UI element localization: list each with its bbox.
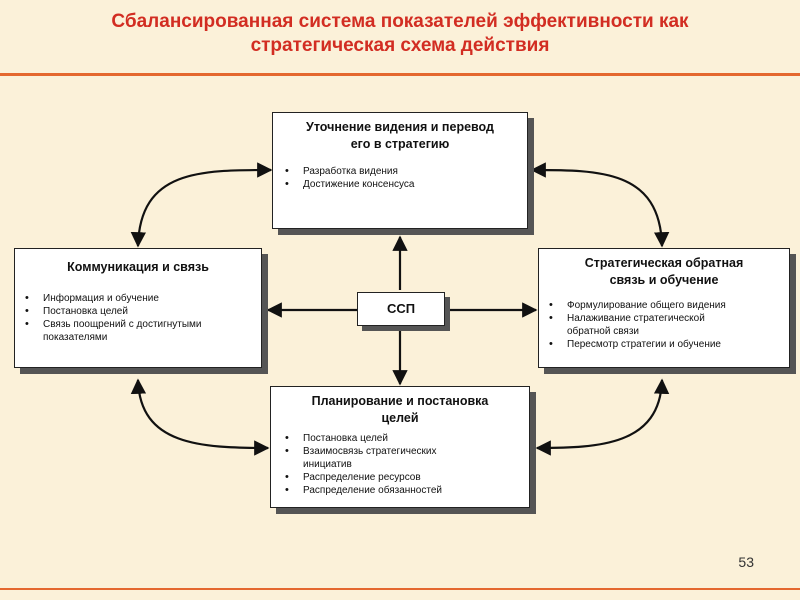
title-line-2: стратегическая схема действия <box>250 35 550 56</box>
list-item: Налаживание стратегической <box>549 312 789 325</box>
box-title: Стратегическая обратная связь и обучение <box>584 256 744 287</box>
box-bsc-center: ССП <box>357 292 445 326</box>
list-item: Информация и обучение <box>25 292 261 305</box>
list-item: Формулирование общего видения <box>549 299 789 312</box>
arrow-top-left <box>130 162 273 248</box>
box-planning-goals: Планирование и постановка целей Постанов… <box>270 386 530 508</box>
footer-divider <box>0 588 800 590</box>
arrow-bottom-left <box>130 378 270 456</box>
list-item: обратной связи <box>567 326 640 337</box>
title-line-1: Сбалансированная система показателей эфф… <box>111 11 689 32</box>
list-item: Распределение обязанностей <box>285 484 529 497</box>
list-item: Пересмотр стратегии и обучение <box>549 338 789 351</box>
box-feedback-learning: Стратегическая обратная связь и обучение… <box>538 248 790 368</box>
list-item: инициатив <box>303 459 352 470</box>
list-item: Постановка целей <box>285 432 529 445</box>
list-item: Постановка целей <box>25 305 261 318</box>
title-divider <box>0 73 800 76</box>
box-title: Коммуникация и связь <box>67 260 209 274</box>
page-title: Сбалансированная система показателей эфф… <box>0 10 800 58</box>
arrow-bottom-right <box>535 378 670 456</box>
arrow-top-right <box>530 162 670 248</box>
list-item: Связь поощрений с достигнутыми <box>25 318 261 331</box>
list-item: Распределение ресурсов <box>285 471 529 484</box>
page-number: 53 <box>738 554 754 570</box>
box-communication: Коммуникация и связь Информация и обучен… <box>14 248 262 368</box>
list-item: показателями <box>43 332 108 343</box>
box-vision-strategy: Уточнение видения и перевод его в страте… <box>272 112 528 229</box>
list-item: Взаимосвязь стратегических <box>285 445 529 458</box>
list-item: Разработка видения <box>285 165 527 178</box>
box-title: Уточнение видения и перевод его в страте… <box>306 120 494 151</box>
list-item: Достижение консенсуса <box>285 178 527 191</box>
box-title: Планирование и постановка целей <box>311 394 489 425</box>
